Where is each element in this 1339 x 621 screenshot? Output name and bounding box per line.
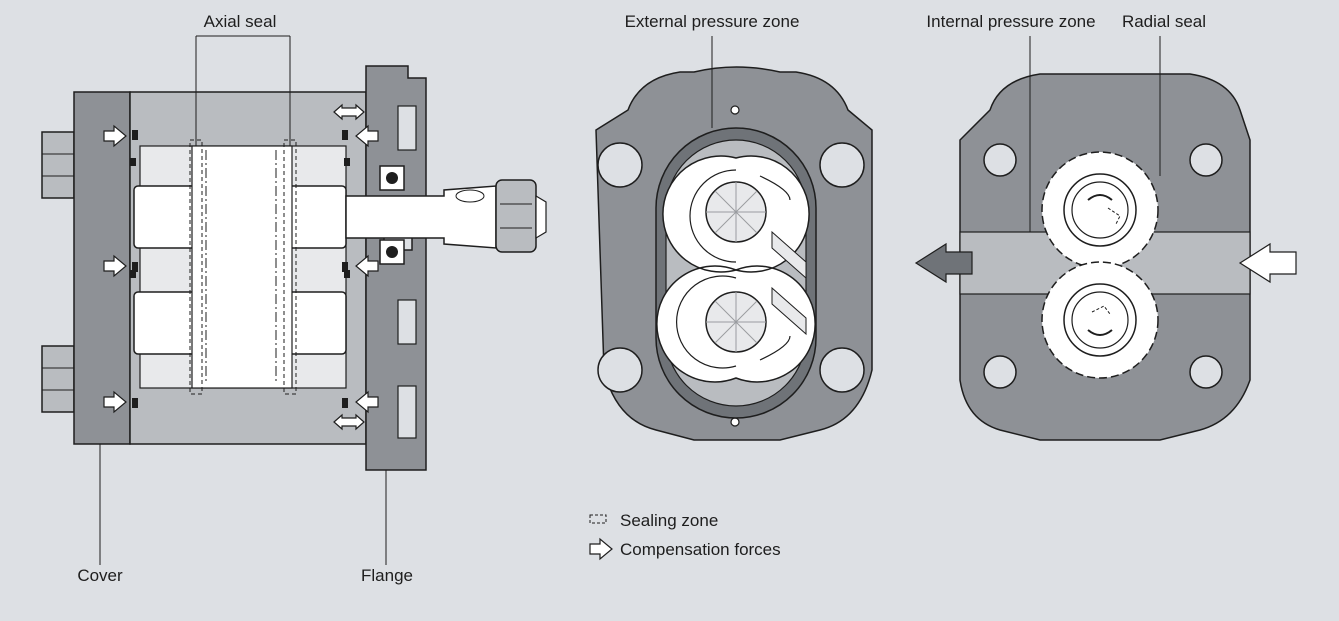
- gear-front-view: [914, 36, 1297, 441]
- shaft-nut: [495, 179, 537, 253]
- legend-compensation-forces: Compensation forces: [620, 540, 781, 559]
- sectional-view: [41, 35, 547, 565]
- driven-gear: [1041, 261, 1159, 379]
- legend-sealing-zone: Sealing zone: [620, 511, 718, 530]
- inlet-arrow: [1238, 242, 1297, 284]
- label-external-pressure-zone: External pressure zone: [625, 12, 800, 31]
- legend: Sealing zone Compensation forces: [589, 511, 781, 560]
- label-cover: Cover: [77, 566, 123, 585]
- drive-shaft: [345, 185, 497, 249]
- compensation-force-icon: [589, 538, 613, 560]
- outlet-arrow: [914, 242, 973, 284]
- label-radial-seal: Radial seal: [1122, 12, 1206, 31]
- drive-gear: [1041, 151, 1159, 269]
- label-internal-pressure-zone: Internal pressure zone: [926, 12, 1095, 31]
- label-axial-seal: Axial seal: [204, 12, 277, 31]
- label-flange: Flange: [361, 566, 413, 585]
- cover-bolt-top: [41, 131, 75, 199]
- seal-front-view: [595, 36, 873, 441]
- sealing-zone-swatch: [589, 514, 607, 524]
- cover-bolt-bottom: [41, 345, 75, 413]
